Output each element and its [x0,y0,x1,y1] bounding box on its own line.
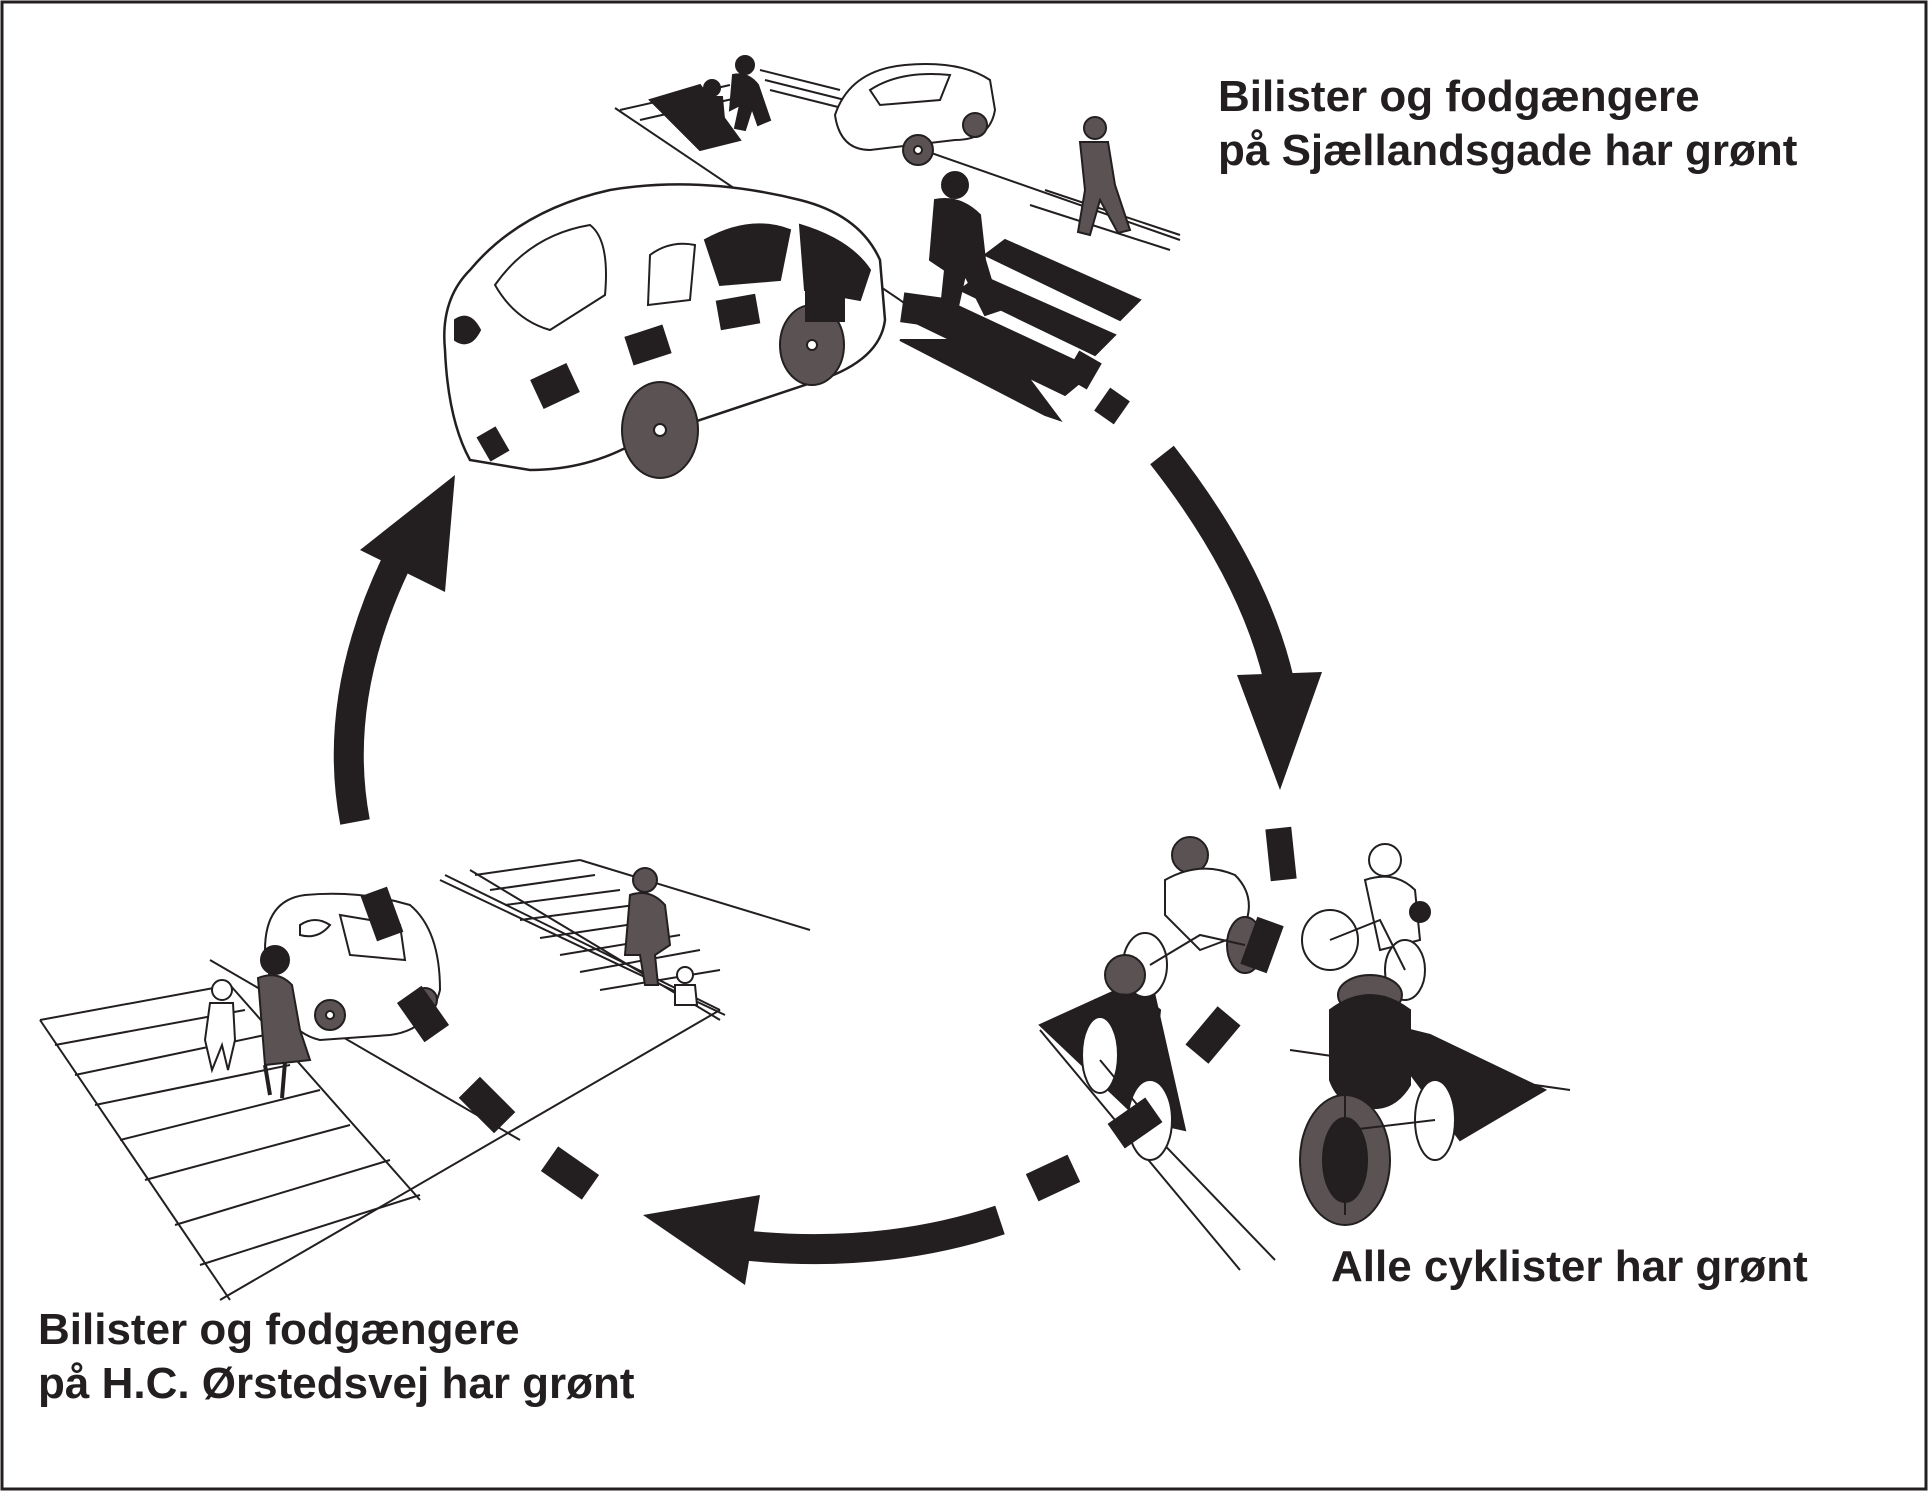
cyclist-icon [1301,843,1431,1001]
caption-line: på Sjællandsgade har grønt [1218,126,1798,175]
pedestrian-icon [928,171,1002,322]
cycle-arrow-shaft-2 [738,1205,1005,1265]
caption-line: Alle cyklister har grønt [1331,1242,1808,1291]
pedestrian-icon [256,945,312,1099]
cycle-arrow-shaft-1 [1150,445,1297,698]
cyclist-icon [1299,974,1456,1226]
pedestrian-icon [1076,116,1132,237]
curved-arrow-icon [1237,672,1322,790]
pedestrian-icon [674,966,699,1006]
caption-sjaellandsgade: Bilister og fodgængere på Sjællandsgade … [1218,70,1797,178]
caption-hc-orstedsvej: Bilister og fodgængere på H.C. Ørstedsve… [38,1303,635,1411]
pedestrian-icon [203,979,237,1074]
wheel-icon [962,112,988,138]
caption-cyclists: Alle cyklister har grønt [1331,1240,1808,1294]
caption-line: på H.C. Ørstedsvej har grønt [38,1359,635,1408]
illustration-cyclists [1038,836,1571,1271]
pedestrian-icon [623,867,672,986]
curved-arrow-icon [360,475,455,592]
cycle-dashes [360,290,1297,1202]
caption-line: Bilister og fodgængere [38,1305,520,1354]
cycle-arrow-shaft-3 [333,538,419,825]
pedestrian-icon [698,55,772,132]
caption-line: Bilister og fodgængere [1218,72,1700,121]
curved-arrow-icon [643,1195,760,1285]
